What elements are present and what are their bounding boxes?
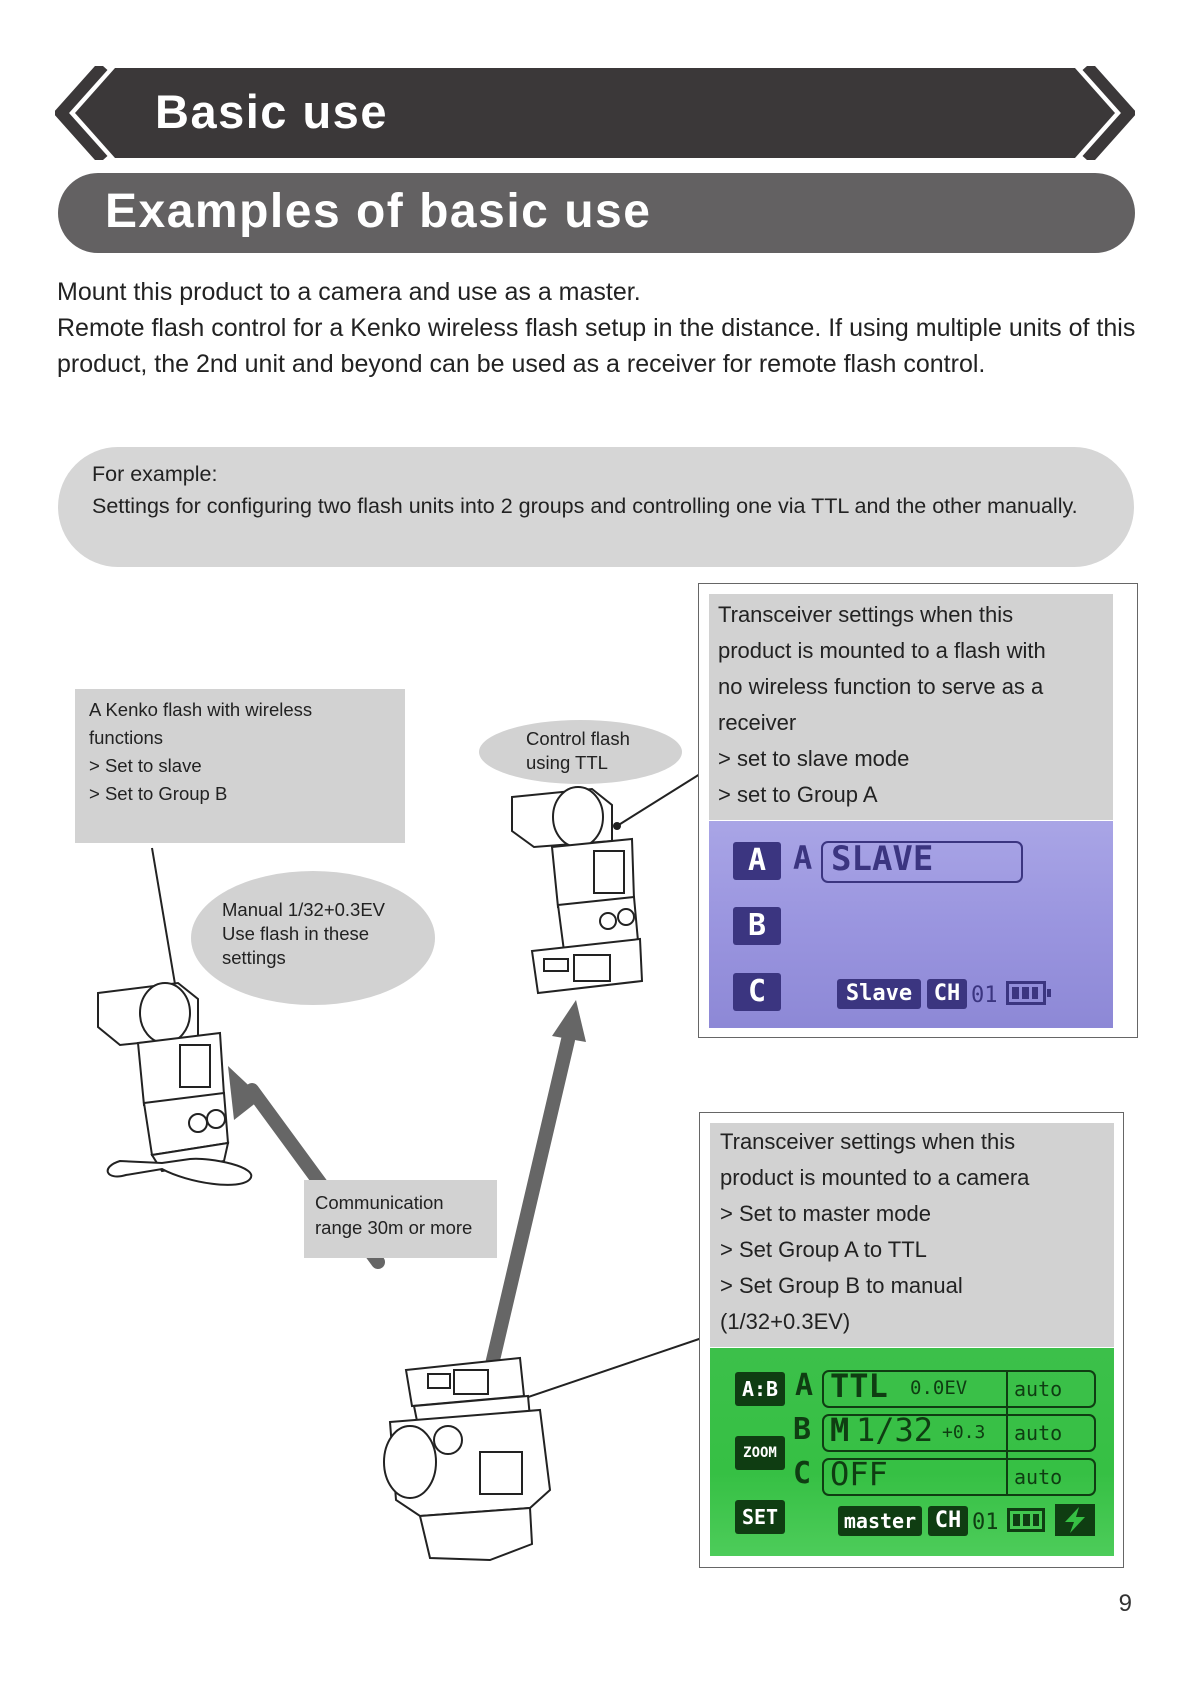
settings-line: > Set Group B to manual — [720, 1273, 963, 1298]
settings-line: product is mounted to a camera — [720, 1165, 1030, 1190]
arrow-to-slave-head — [228, 1066, 262, 1120]
receiver-settings-panel — [709, 594, 1113, 820]
receiver-flash-illustration — [511, 786, 644, 995]
row-c-mode: OFF — [830, 1455, 888, 1493]
slave-flash-illustration — [97, 981, 253, 1186]
channel-number: 01 — [972, 1510, 999, 1535]
master-settings-text: Transceiver settings when this product i… — [720, 1124, 1110, 1340]
row-b-zoom: auto — [1014, 1421, 1063, 1445]
kenko-pointer-line — [151, 847, 177, 991]
master-lcd-screen: A:B ZOOM SET A B C TTL 0.0EV auto M 1/32… — [710, 1348, 1114, 1556]
channel-number: 01 — [971, 983, 998, 1008]
arrow-to-receiver-head — [552, 1000, 586, 1042]
manual-callout — [191, 871, 435, 1005]
receiver-pointer-line — [616, 773, 701, 827]
master-settings-panel — [710, 1123, 1114, 1347]
range-callout — [304, 1180, 497, 1258]
settings-line: > set to Group A — [718, 782, 878, 807]
group-b-label: B — [793, 1412, 812, 1447]
settings-line: > Set to master mode — [720, 1201, 931, 1226]
callout-line: range 30m or more — [315, 1217, 473, 1238]
flash-ready-icon — [1055, 1504, 1095, 1536]
callout-line: using TTL — [526, 752, 608, 773]
settings-line: no wireless function to serve as a — [718, 674, 1044, 699]
intro-line-1: Mount this product to a camera and use a… — [57, 278, 641, 306]
row-b-comp: +0.3 — [942, 1422, 986, 1443]
group-b-chip: B — [733, 907, 781, 945]
callout-line: Communication — [315, 1192, 444, 1213]
group-a-label: A — [795, 1368, 814, 1403]
group-a-label: A — [793, 839, 813, 877]
settings-line: > set to slave mode — [718, 746, 910, 771]
section-title: Examples of basic use — [105, 185, 652, 238]
row-b-value: 1/32 — [856, 1411, 934, 1449]
arrow-to-receiver-shaft — [479, 1033, 575, 1397]
control-ttl-callout-text: Control flash using TTL — [526, 727, 676, 775]
example-box — [58, 447, 1134, 567]
settings-line: (1/32+0.3EV) — [720, 1309, 851, 1334]
camera-illustration — [383, 1356, 552, 1562]
group-c-label: C — [793, 1456, 812, 1491]
mode-value: SLAVE — [831, 839, 934, 879]
zoom-icon: ZOOM — [735, 1436, 785, 1470]
battery-icon — [1007, 1508, 1045, 1532]
range-callout-text: Communication range 30m or more — [315, 1190, 495, 1240]
receiver-lcd-screen: A A SLAVE B C Slave CH 01 — [709, 821, 1113, 1028]
row-a-mode: TTL — [830, 1367, 888, 1405]
receiver-pointer-dot — [613, 822, 621, 830]
settings-line: > Set Group A to TTL — [720, 1237, 927, 1262]
callout-line: A Kenko flash with wireless — [89, 699, 313, 720]
ab-ratio-icon: A:B — [735, 1372, 785, 1406]
callout-line: functions — [89, 727, 164, 748]
control-ttl-callout — [479, 720, 682, 784]
row-a-value: 0.0EV — [910, 1377, 968, 1399]
intro-text: Mount this product to a camera and use a… — [57, 274, 1137, 382]
example-text: For example: Settings for configuring tw… — [92, 458, 1112, 522]
row-c-zoom: auto — [1014, 1465, 1063, 1489]
page-title: Basic use — [155, 85, 388, 138]
settings-line: product is mounted to a flash with — [718, 638, 1046, 663]
row-a-frame — [822, 1370, 1096, 1408]
settings-line: receiver — [718, 710, 797, 735]
channel-badge: CH — [928, 1506, 968, 1536]
master-mode-badge: master — [838, 1506, 922, 1536]
intro-line-2: Remote flash control for a Kenko wireles… — [57, 314, 1136, 378]
zoom-column-divider — [1006, 1370, 1008, 1496]
receiver-settings-text: Transceiver settings when this product i… — [718, 597, 1113, 813]
row-b-mode: M — [830, 1411, 850, 1449]
row-c-frame — [822, 1458, 1096, 1496]
settings-line: Transceiver settings when this — [720, 1129, 1016, 1154]
row-a-zoom: auto — [1014, 1377, 1063, 1401]
manual-callout-text: Manual 1/32+0.3EV Use flash in these set… — [222, 898, 422, 970]
callout-line: Use flash in these — [222, 923, 370, 944]
channel-badge: CH — [927, 979, 967, 1009]
settings-line: Transceiver settings when this — [718, 602, 1014, 627]
callout-line: Manual 1/32+0.3EV — [222, 899, 386, 920]
slave-mode-badge: Slave — [837, 979, 921, 1009]
battery-icon — [1006, 981, 1051, 1005]
callout-line: Control flash — [526, 728, 630, 749]
row-b-frame — [822, 1414, 1096, 1452]
callout-line: > Set to slave — [89, 755, 202, 776]
kenko-flash-callout — [75, 689, 405, 843]
callout-line: settings — [222, 947, 286, 968]
example-description: Settings for configuring two flash units… — [92, 494, 1078, 518]
example-label: For example: — [92, 462, 218, 486]
callout-line: > Set to Group B — [89, 783, 228, 804]
group-a-chip: A — [733, 842, 781, 880]
set-icon: SET — [735, 1500, 785, 1534]
page-number: 9 — [1118, 1590, 1132, 1617]
group-c-chip: C — [733, 973, 781, 1011]
section-header — [58, 173, 1135, 253]
mode-field-frame — [821, 841, 1023, 883]
header-banner — [55, 66, 1135, 160]
kenko-flash-callout-text: A Kenko flash with wireless functions > … — [89, 696, 399, 808]
